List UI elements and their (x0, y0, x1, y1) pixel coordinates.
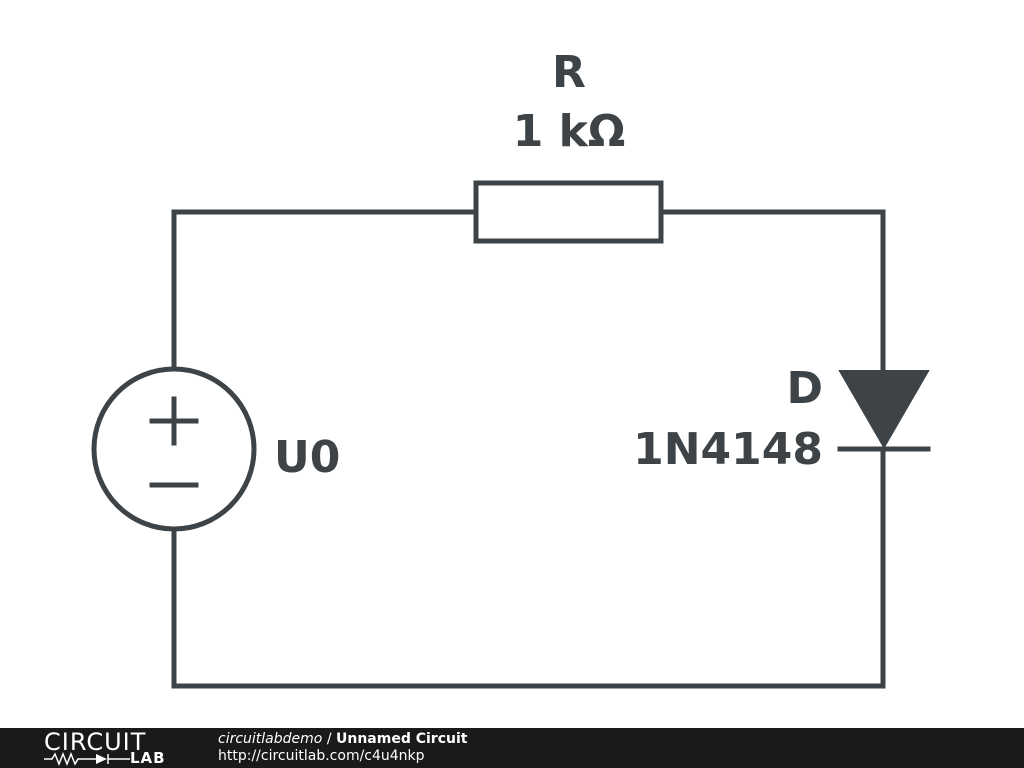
resistor-name-label: R (552, 47, 586, 98)
diode-part-label: 1N4148 (633, 424, 823, 475)
circuit-meta: circuitlabdemo / Unnamed Circuit http://… (218, 731, 467, 765)
logo-text-lab: LAB (130, 749, 166, 767)
wire-top-left (171, 209, 479, 372)
resistor-value-label: 1 kΩ (513, 106, 626, 157)
diode-triangle (838, 370, 930, 449)
author-link[interactable]: circuitlabdemo (218, 731, 323, 747)
resistor-diode-icon (44, 752, 130, 766)
voltage-source-circle (91, 366, 257, 532)
logo-text-circuit: CIRCUIT (44, 728, 147, 756)
circuit-schematic: R 1 kΩ U0 D 1N4148 (91, 47, 931, 689)
plus-icon (149, 396, 199, 446)
title-separator: / (326, 731, 332, 747)
circuit-title: Unnamed Circuit (335, 731, 468, 747)
circuit-title-line: circuitlabdemo / Unnamed Circuit (218, 731, 467, 748)
source-name-label: U0 (274, 432, 340, 483)
diode-name-label: D (786, 363, 823, 414)
wire-top-right (658, 209, 886, 376)
resistor-body (473, 180, 664, 244)
footer-bar: CIRCUIT LAB circuitlabdemo / Unnamed Cir… (0, 728, 1024, 768)
circuit-url[interactable]: http://circuitlab.com/c4u4nkp (218, 748, 425, 764)
wire-bottom (171, 446, 886, 689)
circuitlab-logo[interactable]: CIRCUIT LAB (44, 730, 184, 766)
